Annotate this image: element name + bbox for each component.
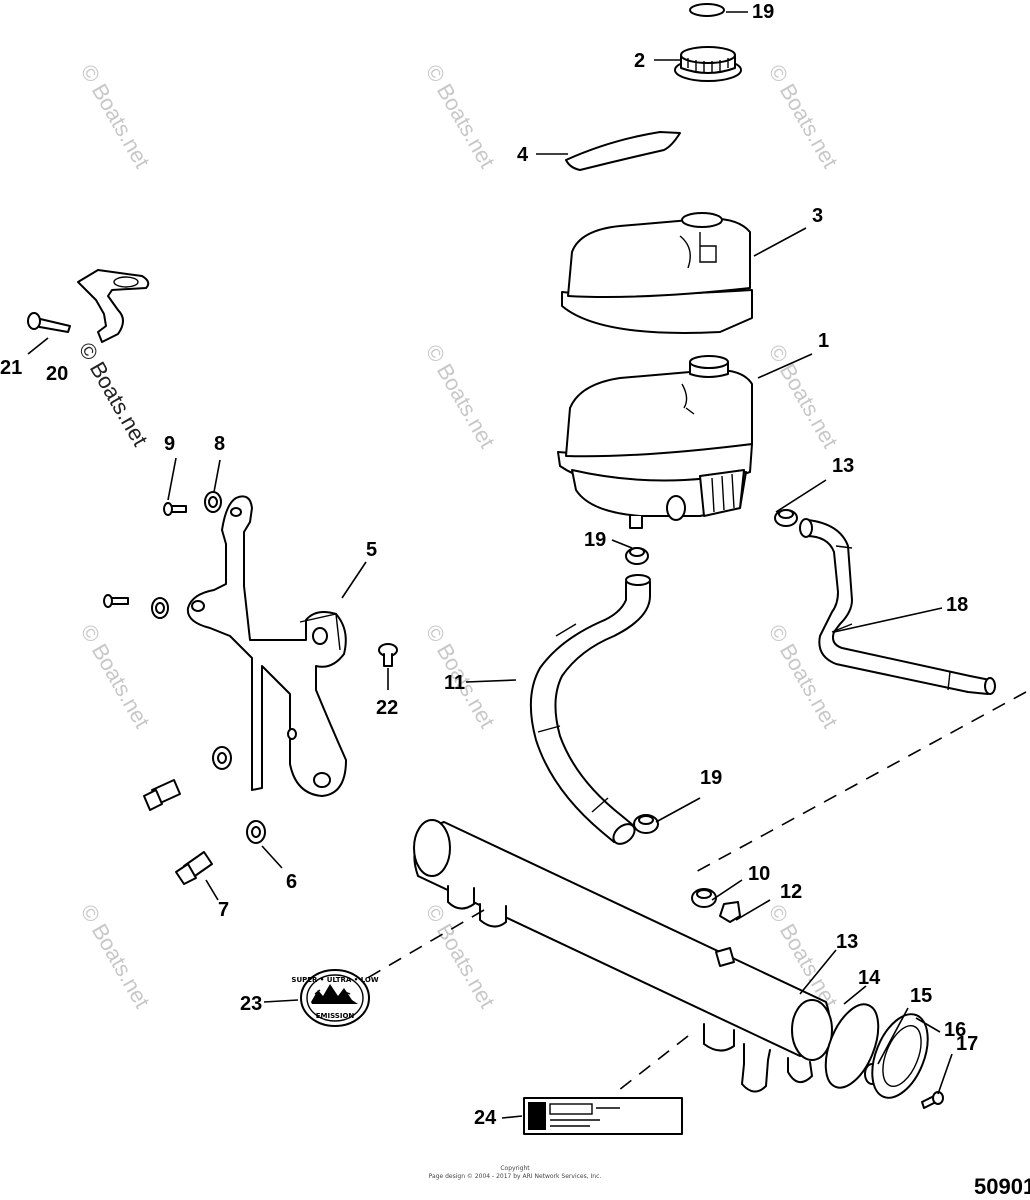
callout-5: 5	[366, 539, 377, 561]
hose-clamp-13	[774, 509, 798, 527]
copyright-line1: Copyright	[500, 1165, 530, 1172]
callout-21: 21	[0, 357, 22, 379]
badge-top-text: SUPER • ULTRA • LOW	[291, 976, 378, 984]
callout-7: 7	[218, 899, 229, 921]
callout-13b: 13	[836, 931, 858, 953]
end-gasket-14	[824, 1003, 880, 1089]
screw-mid	[103, 594, 129, 608]
clamp-10	[691, 888, 717, 908]
callout-11: 11	[444, 672, 465, 694]
bolt-21	[27, 312, 71, 333]
callout-8: 8	[214, 433, 225, 455]
grommet-8	[204, 491, 222, 513]
coolant-hose-18	[799, 518, 996, 695]
copyright-line2: Page design © 2004 - 2017 by ARI Network…	[429, 1173, 602, 1180]
callout-23: 19	[752, 1, 774, 23]
bolt-7b	[175, 851, 213, 885]
screw-17	[921, 1091, 944, 1109]
callout-17: 17	[956, 1033, 978, 1055]
callout-18: 18	[946, 594, 968, 616]
callout-4: 4	[517, 144, 529, 166]
dashed-guides	[363, 691, 1027, 1095]
watermark: © Boats.net	[76, 900, 155, 1012]
callout-16: 16	[944, 1019, 966, 1041]
callout-25: 24	[474, 1107, 497, 1129]
o-ring	[689, 3, 725, 17]
watermark: © Boats.net	[76, 60, 155, 172]
callout-20: 20	[46, 363, 68, 385]
callouts: 19 2 4 3 1 13 19 11 18 19 5 22 9 8 21 20…	[0, 1, 978, 1129]
emission-decal-24: SUPER • ULTRA • LOW EMISSION	[291, 969, 379, 1027]
watermark-dark: © Boats.net	[74, 338, 153, 450]
badge-bottom-text: EMISSION	[316, 1012, 355, 1020]
screw-9	[163, 502, 187, 516]
coolant-hose-11	[529, 574, 651, 845]
label-decal-25	[523, 1097, 683, 1135]
figure-number: 50901	[974, 1174, 1030, 1199]
callout-24: 23	[240, 993, 262, 1015]
callout-13: 13	[832, 455, 854, 477]
callout-2: 2	[634, 50, 645, 72]
washer-6b	[246, 820, 266, 844]
hose-clamp-upper	[625, 547, 649, 565]
washer-6a	[212, 746, 232, 770]
bracket-20-slot	[113, 276, 139, 288]
watermark: © Boats.net	[421, 340, 500, 452]
hose-clamp-lower	[633, 814, 659, 834]
watermark: © Boats.net	[764, 60, 843, 172]
callout-6: 6	[286, 871, 297, 893]
callout-3: 3	[812, 205, 823, 227]
callout-14: 14	[858, 967, 881, 989]
callout-10: 10	[748, 863, 770, 885]
watermark: © Boats.net	[76, 620, 155, 732]
mounting-bracket	[186, 495, 347, 797]
callout-12: 12	[780, 881, 802, 903]
callout-22: 22	[376, 697, 398, 719]
fill-cap	[674, 46, 742, 82]
callout-15: 15	[910, 985, 932, 1007]
end-cap-16	[871, 1013, 929, 1099]
bolt-22	[378, 643, 398, 667]
coolant-reservoir	[557, 355, 753, 529]
insulator-strip	[565, 131, 681, 171]
grommet-mid	[151, 597, 169, 619]
reservoir-cover	[561, 212, 753, 334]
callout-19: 19	[700, 767, 722, 789]
callout-19: 19	[584, 529, 606, 551]
callout-9: 9	[164, 433, 175, 455]
leader-lines	[27, 11, 953, 1119]
watermark: © Boats.net	[421, 60, 500, 172]
bracket-20	[77, 269, 150, 343]
bolt-7a	[143, 779, 181, 811]
fitting-12	[719, 901, 741, 923]
heat-exchanger	[413, 819, 833, 1093]
callout-1: 1	[818, 330, 829, 352]
watermark: © Boats.net	[764, 340, 843, 452]
